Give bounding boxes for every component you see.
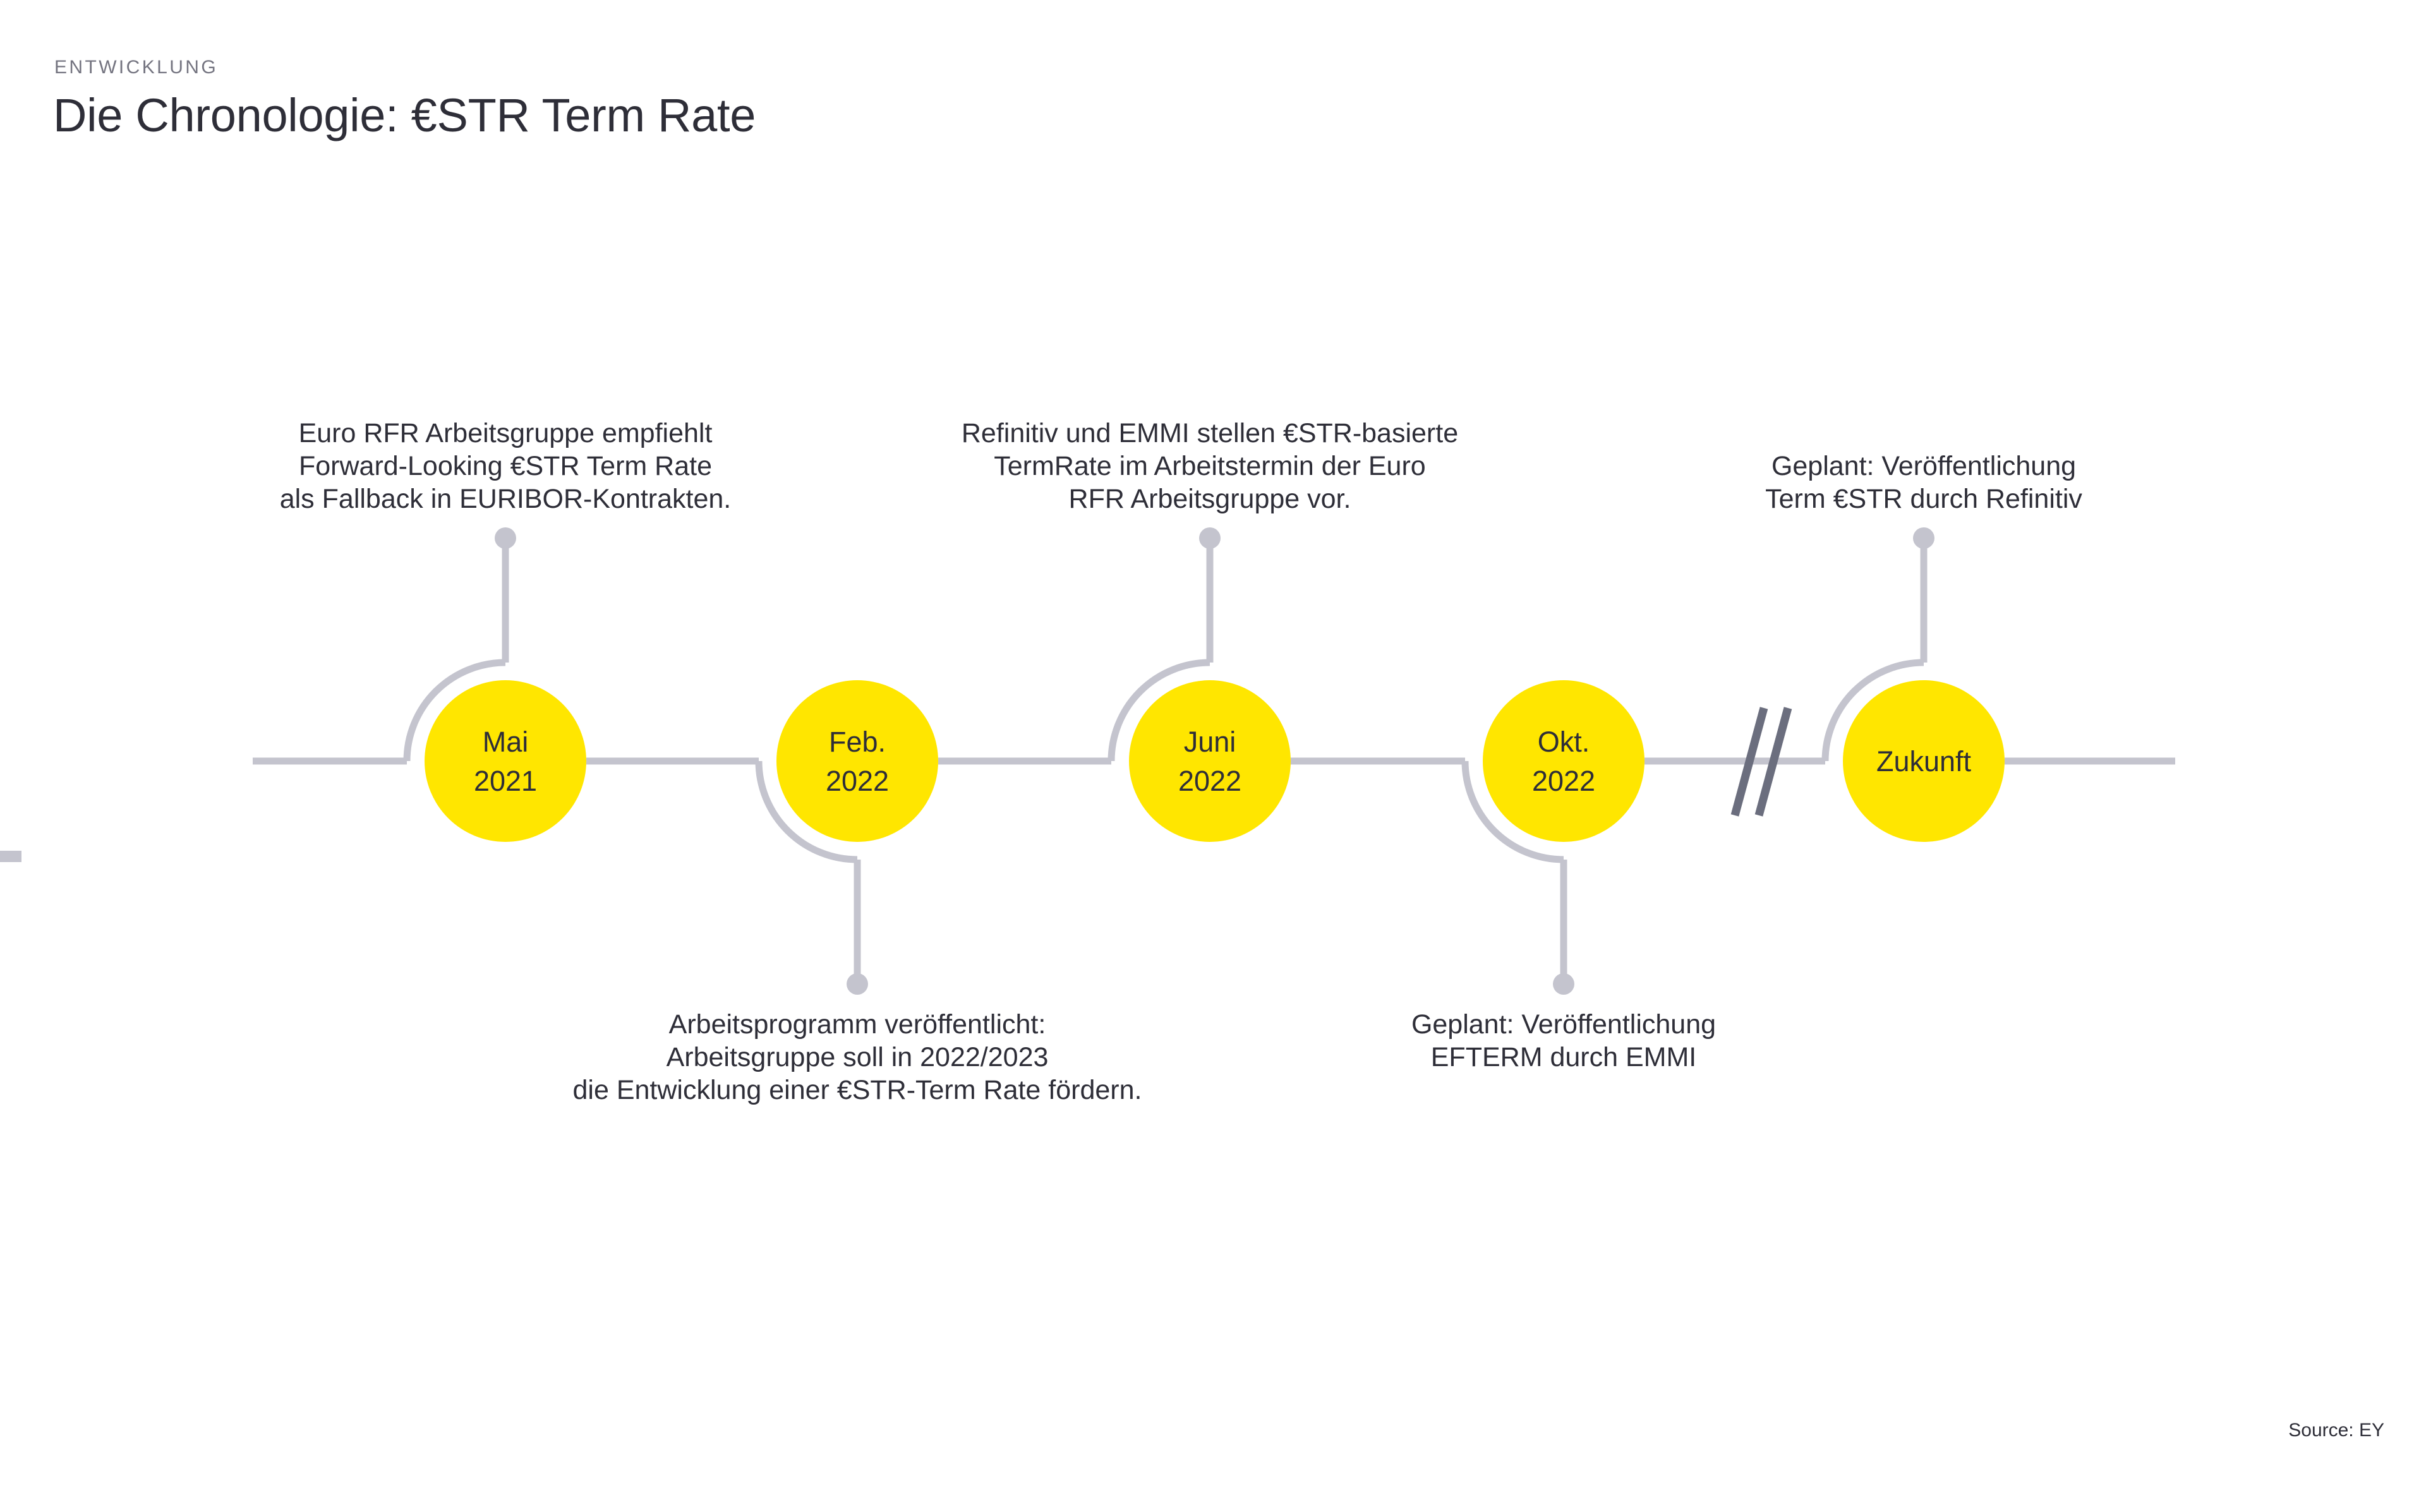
edge-stub <box>0 851 21 862</box>
milestone-node-label: 2021 <box>474 765 537 797</box>
milestone-node-label: 2022 <box>826 765 889 797</box>
milestone-node-zukunft[interactable] <box>1843 680 2005 842</box>
milestone-node-mai-2021[interactable] <box>425 680 586 842</box>
page-title: Die Chronologie: €STR Term Rate <box>53 89 756 141</box>
callout-line: die Entwicklung einer €STR-Term Rate för… <box>573 1075 1142 1105</box>
callout-line: Refinitiv und EMMI stellen €STR-basierte <box>962 418 1458 448</box>
axis-break-slash <box>1754 707 1792 817</box>
source-credit: Source: EY <box>2288 1420 2384 1441</box>
node-arc-connector <box>1461 760 1564 863</box>
callout-line: Arbeitsgruppe soll in 2022/2023 <box>667 1042 1049 1072</box>
node-arc-connector <box>755 760 858 863</box>
milestone-node-label: 2022 <box>1178 765 1241 797</box>
callout-line: Geplant: Veröffentlichung <box>1411 1009 1716 1040</box>
callout-line: als Fallback in EURIBOR-Kontrakten. <box>280 484 732 514</box>
callout-line: TermRate im Arbeitstermin der Euro <box>994 451 1425 481</box>
milestone-node-label: Okt. <box>1538 726 1590 758</box>
node-stem-dot <box>847 973 868 995</box>
node-stem-dot <box>1553 973 1574 995</box>
milestone-node-label: Feb. <box>829 726 886 758</box>
milestone-node-feb-2022[interactable] <box>776 680 938 842</box>
milestone-node-label: Mai <box>483 726 529 758</box>
callout-line: Forward-Looking €STR Term Rate <box>299 451 712 481</box>
milestone-node-label: 2022 <box>1532 765 1595 797</box>
milestone-node-juni-2022[interactable] <box>1129 680 1291 842</box>
milestone-node-okt-2022[interactable] <box>1483 680 1644 842</box>
node-stem-dot <box>495 527 516 549</box>
callout-line: EFTERM durch EMMI <box>1431 1042 1697 1072</box>
callout-line: Term €STR durch Refinitiv <box>1765 484 2082 514</box>
callout-line: Geplant: Veröffentlichung <box>1771 451 2076 481</box>
node-arc-connector <box>1821 659 1924 762</box>
callout-line: Arbeitsprogramm veröffentlicht: <box>669 1009 1046 1040</box>
callout-line: Euro RFR Arbeitsgruppe empfiehlt <box>299 418 713 448</box>
milestone-node-label: Juni <box>1184 726 1236 758</box>
node-arc-connector <box>1107 659 1210 762</box>
milestone-node-label: Zukunft <box>1876 745 1972 777</box>
axis-break-slash <box>1730 707 1768 817</box>
callout-line: RFR Arbeitsgruppe vor. <box>1069 484 1351 514</box>
node-stem-dot <box>1199 527 1221 549</box>
node-arc-connector <box>403 659 506 762</box>
node-stem-dot <box>1913 527 1934 549</box>
eyebrow-label: ENTWICKLUNG <box>54 57 219 78</box>
